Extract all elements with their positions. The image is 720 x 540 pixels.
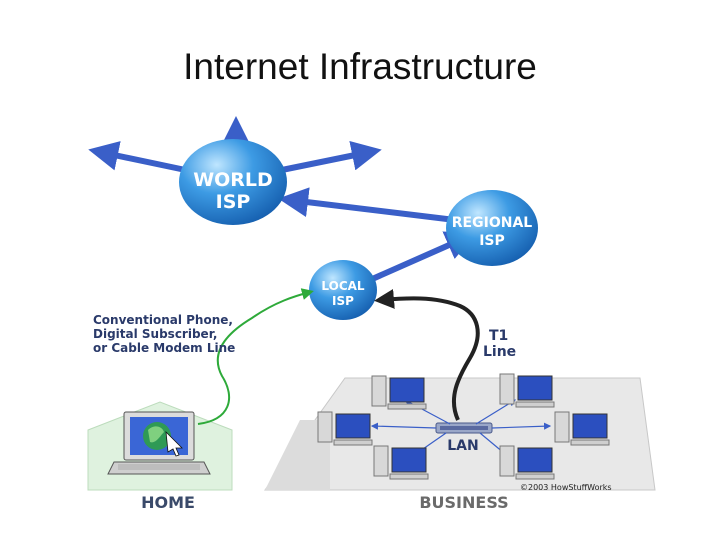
workstation-4-icon: [554, 411, 610, 446]
home-label: HOME: [141, 493, 195, 512]
t1-label-1: T1: [489, 328, 508, 344]
local-isp-node: LOCAL ISP: [309, 260, 377, 320]
lan-hub: LAN: [435, 422, 493, 454]
credit-text: ©2003 HowStuffWorks: [520, 483, 612, 492]
business-label: BUSINESS: [419, 493, 508, 512]
world-isp-label-2: ISP: [216, 191, 251, 213]
isp-arrows: [88, 116, 476, 283]
regional-isp-label-2: ISP: [479, 233, 505, 249]
home-line-label-3: or Cable Modem Line: [93, 341, 235, 355]
workstation-3-icon: [317, 411, 373, 446]
regional-isp-label-1: REGIONAL: [452, 215, 532, 231]
local-isp-label-2: ISP: [332, 294, 354, 308]
regional-isp-node: REGIONAL ISP: [446, 190, 538, 266]
home-connection-line: [197, 288, 314, 425]
t1-label-2: Line: [483, 344, 516, 360]
t1-connection-line: [374, 288, 480, 421]
local-isp-label-1: LOCAL: [321, 279, 365, 293]
workstation-5-icon: [373, 445, 429, 480]
workstation-6-icon: [499, 445, 555, 480]
world-isp-node: WORLD ISP: [179, 139, 287, 225]
world-isp-label-1: WORLD: [193, 169, 273, 191]
slide-title: Internet Infrastructure: [183, 46, 537, 87]
t1-line-label: T1 Line: [483, 328, 516, 360]
workstation-2-icon: [499, 373, 555, 408]
workstation-1-icon: [371, 375, 427, 410]
lan-label: LAN: [447, 438, 478, 454]
home-line-label: Conventional Phone, Digital Subscriber, …: [93, 313, 235, 355]
home-laptop-icon: [107, 411, 211, 475]
home-line-label-1: Conventional Phone,: [93, 313, 233, 327]
home-line-label-2: Digital Subscriber,: [93, 327, 217, 341]
